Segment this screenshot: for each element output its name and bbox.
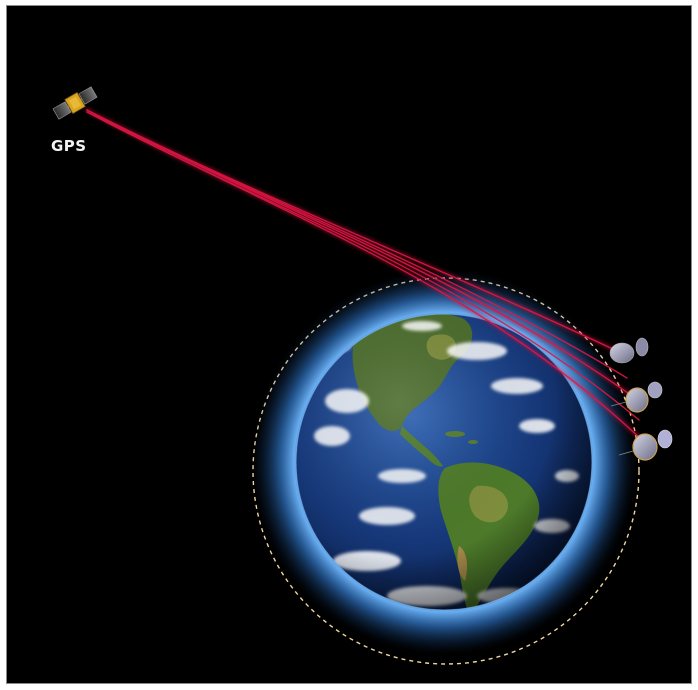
gps-occultation-scene xyxy=(52,86,673,665)
leo-satellite-icon xyxy=(609,342,635,364)
signal-ray-1 xyxy=(86,109,618,352)
earth-globe-icon xyxy=(295,313,593,611)
leo-satellite-3 xyxy=(618,429,673,461)
leo-satellite-1 xyxy=(609,337,649,364)
signal-ray-3 xyxy=(86,109,636,399)
orbit-ring xyxy=(252,277,640,665)
signal-ray-5 xyxy=(86,109,644,442)
diagram-frame: GPS xyxy=(6,5,692,684)
gps-signal-rays xyxy=(84,107,646,444)
leo-satellite-2 xyxy=(610,381,663,413)
gps-label: GPS xyxy=(51,137,87,155)
gps-satellite-icon xyxy=(52,86,98,120)
